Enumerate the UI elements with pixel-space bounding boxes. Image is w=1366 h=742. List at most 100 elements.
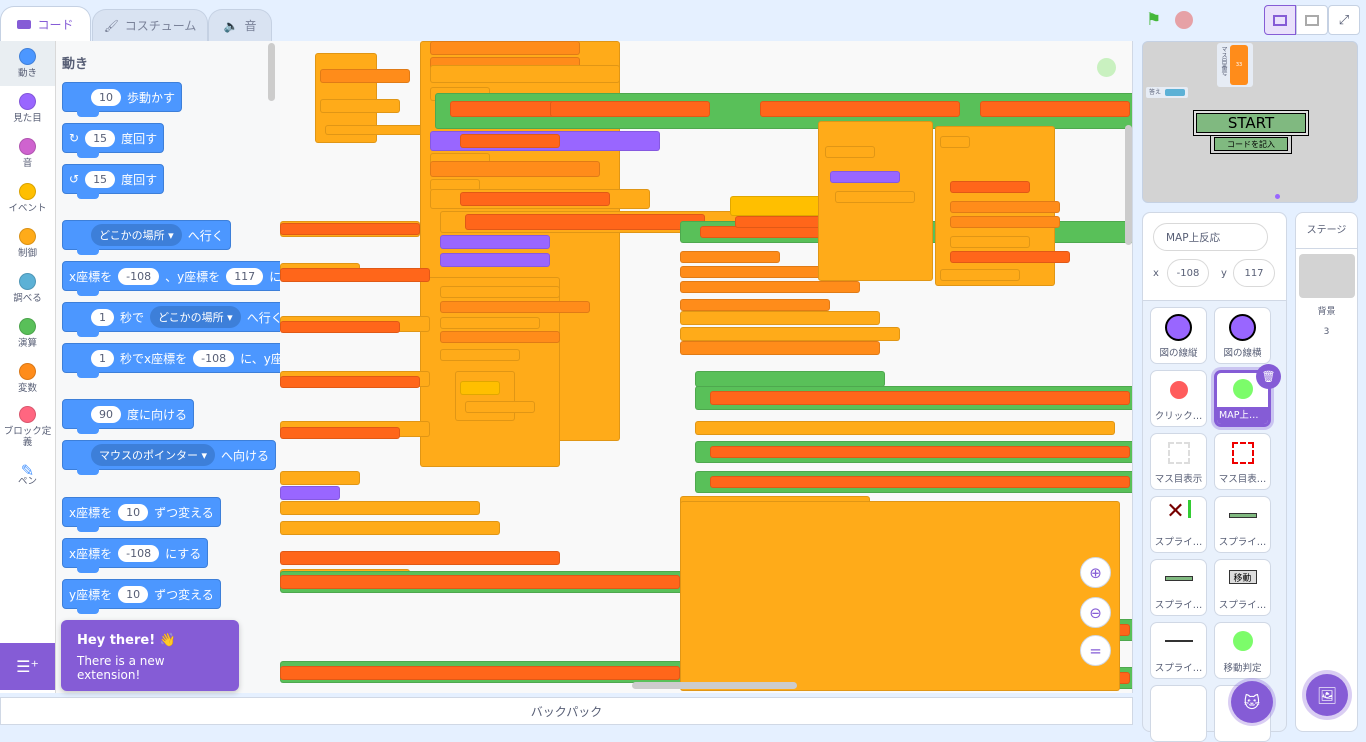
sprite-y-input[interactable]: 117 bbox=[1233, 259, 1275, 287]
code-block[interactable] bbox=[940, 269, 1020, 281]
workspace-horizontal-scrollbar[interactable] bbox=[632, 682, 797, 689]
start-sprite-button[interactable]: START bbox=[1193, 110, 1309, 136]
workspace-vertical-scrollbar[interactable] bbox=[1125, 125, 1132, 245]
sprite-tile[interactable]: 移動スプライ… bbox=[1214, 559, 1271, 616]
degrees-input[interactable]: 15 bbox=[85, 129, 116, 147]
sprite-tile[interactable]: スプライ… bbox=[1150, 622, 1207, 679]
stage-selector[interactable]: ステージ 背景 3 bbox=[1295, 212, 1358, 732]
x-input[interactable]: -108 bbox=[193, 349, 235, 367]
sprite-name-input[interactable]: MAP上反応 bbox=[1153, 223, 1268, 251]
sprite-tile[interactable] bbox=[1150, 685, 1207, 742]
dy-input[interactable]: 10 bbox=[118, 585, 149, 603]
code-block[interactable] bbox=[280, 575, 680, 589]
category-sensing[interactable]: 調べる bbox=[0, 266, 55, 311]
goto-xy-block[interactable]: x座標を-108、y座標を117にする bbox=[62, 261, 280, 296]
code-block[interactable] bbox=[950, 181, 1030, 193]
glide-dropdown[interactable]: どこかの場所 ▾ bbox=[150, 306, 241, 328]
code-block[interactable] bbox=[680, 299, 830, 311]
sprite-x-input[interactable]: -108 bbox=[1167, 259, 1209, 287]
category-pen[interactable]: ✎ペン bbox=[17, 460, 37, 487]
code-workspace[interactable] bbox=[280, 41, 1133, 693]
secs-input[interactable]: 1 bbox=[91, 349, 114, 367]
y-input[interactable]: 117 bbox=[226, 267, 264, 285]
sprite-tile[interactable]: ✕スプライ… bbox=[1150, 496, 1207, 553]
tab-costumes[interactable]: 🖌コスチューム bbox=[92, 9, 208, 41]
code-block[interactable] bbox=[440, 235, 550, 249]
code-block[interactable] bbox=[825, 146, 875, 158]
category-motion[interactable]: 動き bbox=[0, 41, 55, 86]
code-block[interactable] bbox=[440, 301, 590, 313]
steps-input[interactable]: 10 bbox=[91, 88, 121, 106]
code-block[interactable] bbox=[460, 381, 500, 395]
code-block[interactable] bbox=[280, 223, 420, 235]
code-block[interactable] bbox=[280, 551, 560, 565]
code-block[interactable] bbox=[280, 486, 340, 500]
code-block[interactable] bbox=[440, 349, 520, 361]
code-block[interactable] bbox=[695, 371, 885, 387]
sprite-tile[interactable]: クリック… bbox=[1150, 370, 1207, 427]
code-block[interactable] bbox=[950, 216, 1060, 228]
code-block[interactable] bbox=[280, 376, 420, 388]
zoom-out-button[interactable]: ⊖ bbox=[1080, 597, 1111, 628]
category-operators[interactable]: 演算 bbox=[0, 311, 55, 356]
sprite-tile[interactable]: 図の線横 bbox=[1214, 307, 1271, 364]
code-block[interactable] bbox=[430, 41, 580, 55]
x-input[interactable]: -108 bbox=[118, 267, 160, 285]
code-block[interactable] bbox=[280, 521, 500, 535]
code-block[interactable] bbox=[465, 401, 535, 413]
code-block[interactable] bbox=[760, 101, 960, 117]
code-block[interactable] bbox=[455, 371, 515, 421]
stop-button[interactable] bbox=[1175, 11, 1193, 29]
category-looks[interactable]: 見た目 bbox=[0, 86, 55, 131]
code-block[interactable] bbox=[460, 192, 610, 206]
sprite-tile[interactable]: スプライ… bbox=[1214, 496, 1271, 553]
code-block[interactable] bbox=[830, 171, 900, 183]
fullscreen-button[interactable]: ⤢ bbox=[1328, 5, 1360, 35]
code-block[interactable] bbox=[980, 101, 1130, 117]
sprite-tile[interactable]: スプライ… bbox=[1150, 559, 1207, 616]
code-block[interactable] bbox=[320, 99, 400, 113]
direction-input[interactable]: 90 bbox=[91, 405, 121, 423]
enter-code-sprite-button[interactable]: コードを記入 bbox=[1210, 136, 1292, 154]
stage-canvas[interactable]: マス目番号 33 答え START コードを記入 bbox=[1142, 41, 1358, 203]
code-block[interactable] bbox=[280, 321, 400, 333]
goto-dropdown[interactable]: どこかの場所 ▾ bbox=[91, 224, 182, 246]
x-input[interactable]: -108 bbox=[118, 544, 160, 562]
category-control[interactable]: 制御 bbox=[0, 221, 55, 266]
code-block[interactable] bbox=[680, 341, 880, 355]
tab-code[interactable]: コード bbox=[0, 6, 91, 41]
sprite-tile[interactable]: マス目表… bbox=[1214, 433, 1271, 490]
palette-scrollbar[interactable] bbox=[268, 43, 275, 101]
choose-sprite-button[interactable]: 🐱 bbox=[1231, 681, 1273, 723]
choose-backdrop-button[interactable]: 🖼 bbox=[1306, 674, 1348, 716]
code-block[interactable] bbox=[280, 666, 680, 680]
code-block[interactable] bbox=[280, 268, 430, 282]
code-block[interactable] bbox=[940, 136, 970, 148]
code-block[interactable] bbox=[835, 191, 915, 203]
dx-input[interactable]: 10 bbox=[118, 503, 149, 521]
small-stage-button[interactable] bbox=[1264, 5, 1296, 35]
code-block[interactable] bbox=[430, 161, 600, 177]
category-sound[interactable]: 音 bbox=[0, 131, 55, 176]
code-block[interactable] bbox=[680, 501, 1120, 691]
green-flag-button[interactable]: ⚑ bbox=[1146, 10, 1161, 30]
add-extension-button[interactable]: ☰⁺ bbox=[0, 643, 55, 690]
code-block[interactable] bbox=[695, 421, 1115, 435]
code-block[interactable] bbox=[680, 281, 860, 293]
code-block[interactable] bbox=[440, 286, 560, 298]
code-block[interactable] bbox=[950, 236, 1030, 248]
code-block[interactable] bbox=[680, 311, 880, 325]
category-variables[interactable]: 変数 bbox=[0, 356, 55, 401]
code-block[interactable] bbox=[320, 69, 410, 83]
code-block[interactable] bbox=[710, 446, 1130, 458]
sprite-tile[interactable]: マス目表示 bbox=[1150, 433, 1207, 490]
code-block[interactable] bbox=[430, 65, 620, 83]
code-block[interactable] bbox=[680, 327, 900, 341]
